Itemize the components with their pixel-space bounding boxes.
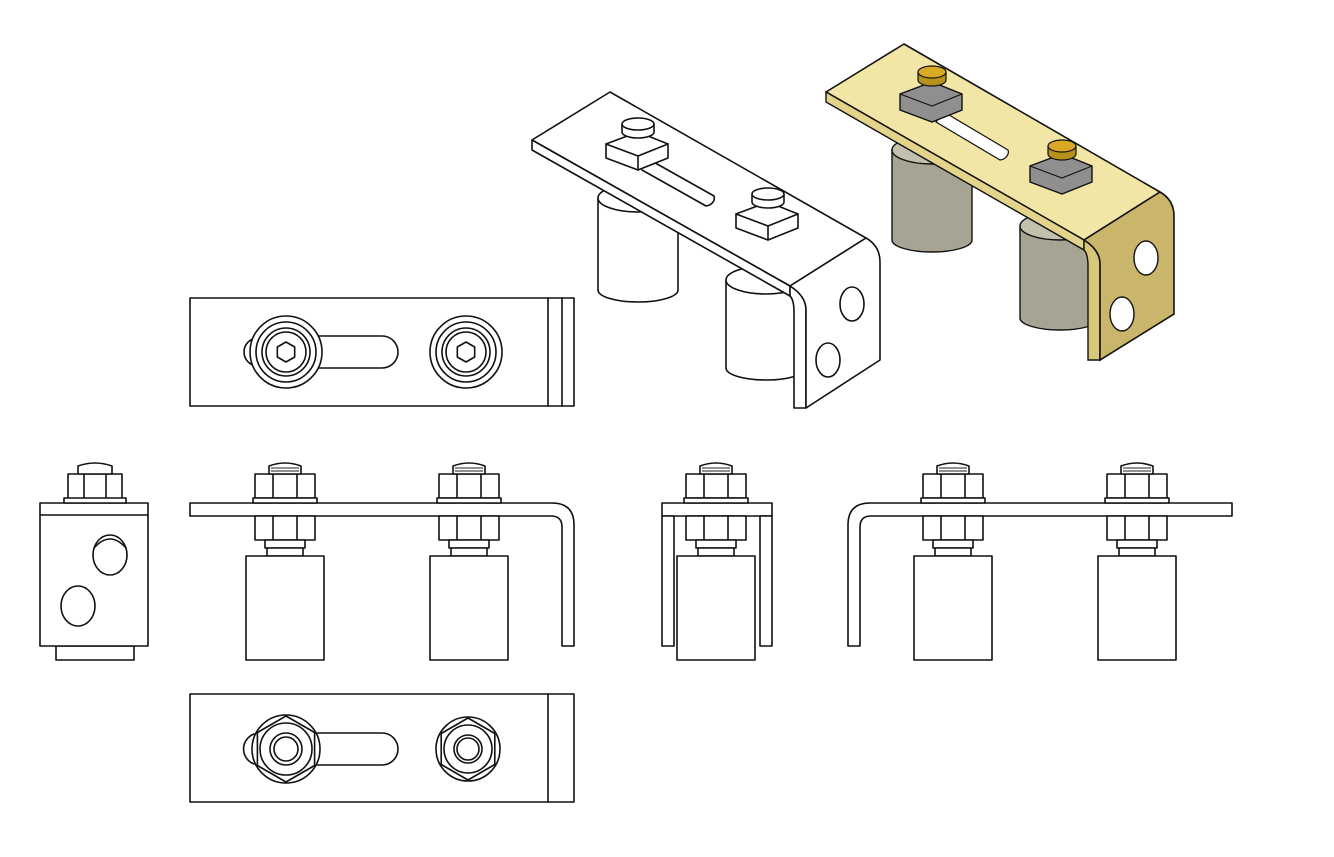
rear-view <box>847 462 1233 661</box>
isometric-shaded <box>825 43 1175 362</box>
top-view <box>189 297 575 407</box>
left-view <box>39 462 149 661</box>
front-view <box>189 462 575 661</box>
right-side-view <box>661 462 773 661</box>
isometric-line <box>531 91 881 409</box>
bottom-view <box>189 693 575 803</box>
